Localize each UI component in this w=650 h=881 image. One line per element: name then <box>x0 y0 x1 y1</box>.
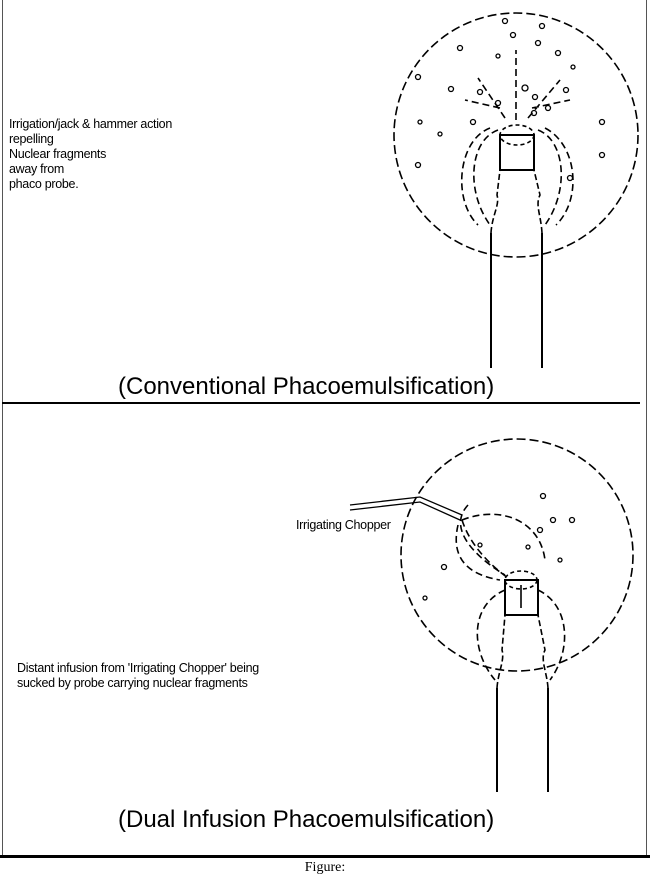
figure-caption: Figure: <box>304 860 346 875</box>
dual-infusion-diagram <box>349 438 634 792</box>
nuclear-fragments <box>414 17 606 182</box>
probe-tip <box>504 579 539 616</box>
dual-infusion-title: (Dual Infusion Phacoemulsification) <box>118 806 495 833</box>
probe-sleeve <box>490 169 543 234</box>
probe-tip-opening <box>504 570 538 590</box>
eye-chamber-circle <box>400 438 634 672</box>
eye-chamber-circle <box>393 12 639 258</box>
nuclear-fragments <box>422 492 576 601</box>
chopper-label: Irrigating Chopper <box>296 518 391 532</box>
panel-divider <box>2 402 640 404</box>
probe-tip-opening <box>499 124 535 146</box>
conventional-annotation: Irrigation/jack & hammer action repellin… <box>9 117 172 191</box>
bottom-rule <box>0 855 650 858</box>
flow-arrows <box>460 50 574 226</box>
dual-infusion-annotation: Distant infusion from 'Irrigating Choppe… <box>17 661 259 690</box>
probe-sleeve <box>496 614 549 689</box>
flow-arrows <box>455 504 566 681</box>
irrigating-chopper <box>349 496 463 521</box>
probe-tip <box>499 134 535 171</box>
conventional-title: (Conventional Phacoemulsification) <box>118 373 495 400</box>
conventional-diagram <box>393 12 639 368</box>
